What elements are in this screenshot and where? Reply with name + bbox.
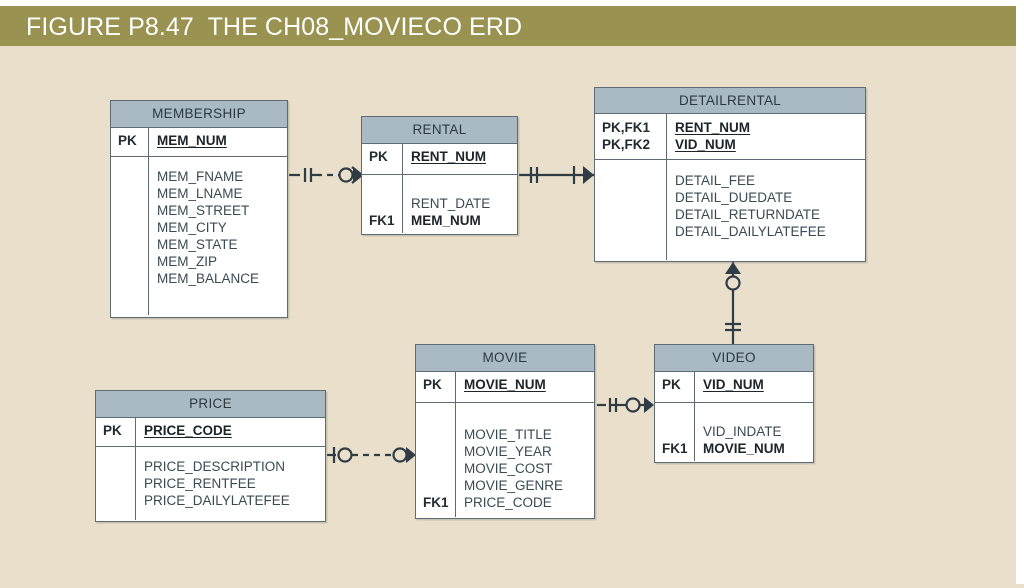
connector-detailrental-video [725, 262, 741, 344]
entity-membership-pk-section: PK MEM_NUM [111, 128, 287, 157]
entity-rental-title: RENTAL [362, 117, 517, 144]
attribute-label: MEM_NUM [411, 213, 481, 228]
entity-movie-title: MOVIE [416, 345, 594, 372]
attribute-label: MEM_STATE [157, 237, 238, 252]
attribute-label: RENT_NUM [411, 149, 487, 164]
figure-title: FIGURE P8.47 THE CH08_MOVIECO ERD [26, 13, 523, 41]
key-label: FK1 [423, 495, 449, 510]
key-label: FK1 [662, 441, 688, 456]
connector-movie-video [597, 397, 654, 413]
entity-rental-attr-section: FK1 RENT_DATE MEM_NUM [362, 175, 517, 233]
attribute-label: VID_NUM [675, 137, 736, 152]
entity-membership-attr-section: MEM_FNAME MEM_LNAME MEM_STREET MEM_CITY … [111, 157, 287, 315]
attribute-label: MEM_STREET [157, 203, 250, 218]
attribute-label: MOVIE_NUM [703, 441, 785, 456]
attribute-label: PRICE_RENTFEE [144, 476, 256, 491]
connector-price-movie [327, 447, 416, 463]
key-label: PK,FK2 [602, 137, 651, 152]
attribute-label: PRICE_CODE [144, 423, 232, 438]
top-white-strip [0, 0, 1024, 6]
entity-video-title: VIDEO [655, 345, 813, 372]
attribute-label: RENT_DATE [411, 196, 491, 211]
attribute-label: DETAIL_FEE [675, 173, 756, 188]
key-label: PK,FK1 [602, 120, 651, 135]
attribute-label: RENT_NUM [675, 120, 751, 135]
attribute-label: DETAIL_DAILYLATEFEE [675, 224, 826, 239]
attribute-label: MOVIE_GENRE [464, 478, 564, 493]
entity-price-title: PRICE [96, 391, 325, 418]
attribute-label: MEM_NUM [157, 133, 227, 148]
attribute-label: MEM_ZIP [157, 254, 218, 269]
key-label: PK [662, 377, 681, 392]
entity-price[interactable]: PRICE PK PRICE_CODE PRICE_DESCRIPTION PR… [95, 390, 326, 522]
entity-video-attr-section: FK1 VID_INDATE MOVIE_NUM [655, 403, 813, 461]
figure-title-band [0, 6, 1016, 46]
key-label: PK [118, 133, 137, 148]
attribute-label: MOVIE_YEAR [464, 444, 552, 459]
right-white-strip [1016, 0, 1024, 588]
attribute-label: DETAIL_DUEDATE [675, 190, 793, 205]
attribute-label: MOVIE_TITLE [464, 427, 552, 442]
attribute-label: DETAIL_RETURNDATE [675, 207, 821, 222]
entity-detailrental-title: DETAILRENTAL [595, 88, 865, 114]
attribute-label: MEM_CITY [157, 220, 227, 235]
entity-price-pk-section: PK PRICE_CODE [96, 418, 325, 447]
entity-rental-pk-section: PK RENT_NUM [362, 144, 517, 175]
entity-price-attr-section: PRICE_DESCRIPTION PRICE_RENTFEE PRICE_DA… [96, 447, 325, 520]
attribute-label: PRICE_DESCRIPTION [144, 459, 286, 474]
attribute-label: MOVIE_COST [464, 461, 553, 476]
key-label: FK1 [369, 213, 395, 228]
entity-movie-attr-section: FK1 MOVIE_TITLE MOVIE_YEAR MOVIE_COST MO… [416, 403, 594, 517]
entity-rental[interactable]: RENTAL PK RENT_NUM FK1 RENT_DATE MEM_NUM [361, 116, 518, 235]
entity-video-pk-section: PK VID_NUM [655, 372, 813, 403]
entity-movie-pk-section: PK MOVIE_NUM [416, 372, 594, 403]
attribute-label: PRICE_CODE [464, 495, 552, 510]
attribute-label: MEM_FNAME [157, 169, 244, 184]
attribute-label: MEM_LNAME [157, 186, 243, 201]
entity-membership-title: MEMBERSHIP [111, 101, 287, 128]
attribute-label: PRICE_DAILYLATEFEE [144, 493, 290, 508]
connector-membership-rental [289, 166, 363, 184]
entity-membership[interactable]: MEMBERSHIP PK MEM_NUM MEM_FNAME MEM_LNAM… [110, 100, 288, 318]
attribute-label: MEM_BALANCE [157, 271, 260, 286]
bottom-strip [0, 584, 1024, 588]
attribute-label: VID_INDATE [703, 424, 782, 439]
key-label: PK [103, 423, 122, 438]
entity-detailrental[interactable]: DETAILRENTAL PK,FK1 PK,FK2 RENT_NUM VID_… [594, 87, 866, 262]
entity-movie[interactable]: MOVIE PK MOVIE_NUM FK1 MOVIE_TITLE MOVIE… [415, 344, 595, 519]
connector-rental-detailrental [519, 166, 594, 184]
attribute-label: VID_NUM [703, 377, 764, 392]
entity-video[interactable]: VIDEO PK VID_NUM FK1 VID_INDATE MOVIE_NU… [654, 344, 814, 463]
entity-detailrental-attr-section: DETAIL_FEE DETAIL_DUEDATE DETAIL_RETURND… [595, 160, 865, 260]
attribute-label: MOVIE_NUM [464, 377, 546, 392]
key-label: PK [423, 377, 442, 392]
entity-detailrental-pk-section: PK,FK1 PK,FK2 RENT_NUM VID_NUM [595, 114, 865, 160]
key-label: PK [369, 149, 388, 164]
